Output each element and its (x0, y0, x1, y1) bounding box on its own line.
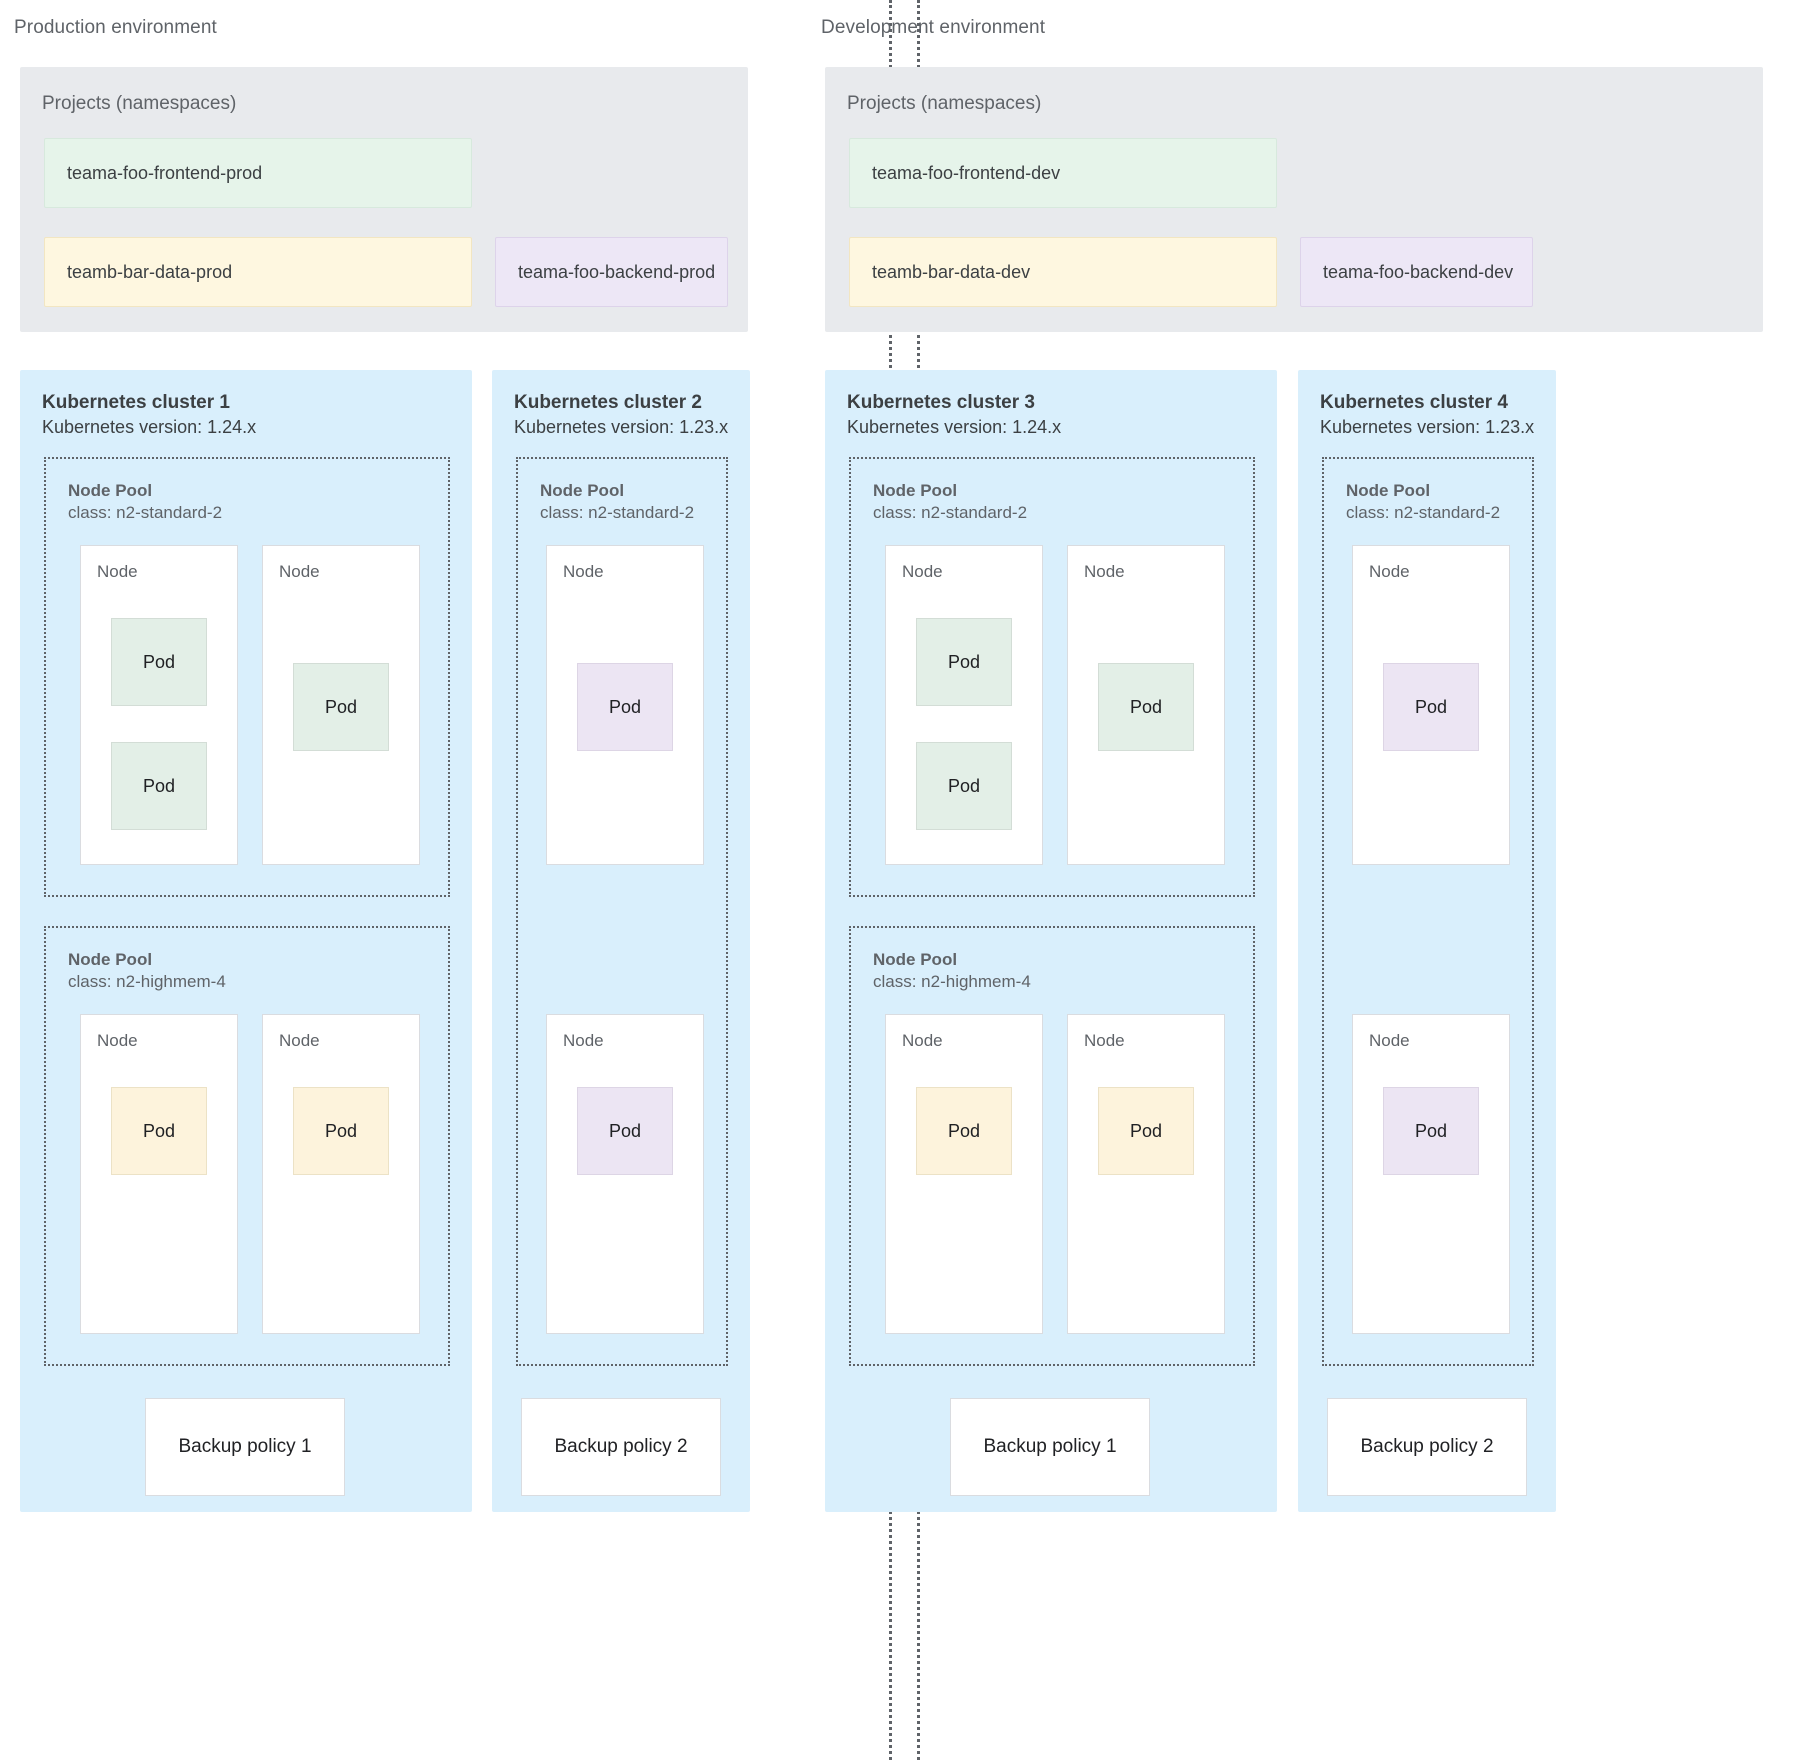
node-pool[interactable]: Node Pool class: n2-standard-2 Node Pod … (1322, 457, 1534, 1366)
node-pool-class: class: n2-highmem-4 (873, 972, 1031, 991)
cluster-card[interactable]: Kubernetes cluster 2 Kubernetes version:… (492, 370, 750, 1512)
backup-policy-box[interactable]: Backup policy 2 (1327, 1398, 1527, 1496)
node-pool-class: class: n2-highmem-4 (68, 972, 226, 991)
pod-box[interactable]: Pod (1098, 1087, 1194, 1175)
node-label: Node (1084, 562, 1125, 581)
pod-box[interactable]: Pod (111, 618, 207, 706)
node-label: Node (279, 562, 320, 581)
node-box[interactable]: Node Pod (1067, 1014, 1225, 1334)
node-box[interactable]: Node Pod (885, 1014, 1043, 1334)
node-label: Node (563, 1031, 604, 1050)
namespace-box[interactable]: teama-foo-backend-prod (495, 237, 728, 307)
namespace-box[interactable]: teamb-bar-data-prod (44, 237, 472, 307)
node-box[interactable]: Node Pod Pod (80, 545, 238, 865)
namespace-box[interactable]: teamb-bar-data-dev (849, 237, 1277, 307)
node-pool[interactable]: Node Pool class: n2-standard-2 Node Pod … (516, 457, 728, 1366)
node-pool-class: class: n2-standard-2 (873, 503, 1028, 522)
node-label: Node (97, 1031, 138, 1050)
pod-box[interactable]: Pod (916, 618, 1012, 706)
environment-title-production: Production environment (14, 17, 217, 38)
pod-box[interactable]: Pod (916, 742, 1012, 830)
node-label: Node (902, 562, 943, 581)
node-label: Node (1084, 1031, 1125, 1050)
node-pool[interactable]: Node Pool class: n2-standard-2 Node Pod … (849, 457, 1255, 897)
pod-box[interactable]: Pod (1383, 663, 1479, 751)
node-pool-title: Node Pool (68, 950, 153, 969)
pod-box[interactable]: Pod (577, 663, 673, 751)
projects-label-development: Projects (namespaces) (847, 93, 1042, 114)
namespace-box[interactable]: teama-foo-frontend-dev (849, 138, 1277, 208)
node-label: Node (563, 562, 604, 581)
cluster-title: Kubernetes cluster 4 (1320, 392, 1508, 413)
node-box[interactable]: Node Pod (1067, 545, 1225, 865)
node-pool[interactable]: Node Pool class: n2-highmem-4 Node Pod N… (44, 926, 450, 1366)
node-pool-title: Node Pool (873, 481, 958, 500)
backup-policy-box[interactable]: Backup policy 1 (145, 1398, 345, 1496)
node-box[interactable]: Node Pod Pod (885, 545, 1043, 865)
node-pool-title: Node Pool (540, 481, 625, 500)
namespace-box[interactable]: teama-foo-backend-dev (1300, 237, 1533, 307)
node-box[interactable]: Node Pod (546, 1014, 704, 1334)
node-box[interactable]: Node Pod (546, 545, 704, 865)
node-pool-title: Node Pool (1346, 481, 1431, 500)
pod-box[interactable]: Pod (293, 663, 389, 751)
cluster-card[interactable]: Kubernetes cluster 1 Kubernetes version:… (20, 370, 472, 1512)
cluster-title: Kubernetes cluster 1 (42, 392, 230, 413)
cluster-title: Kubernetes cluster 2 (514, 392, 702, 413)
cluster-title: Kubernetes cluster 3 (847, 392, 1035, 413)
node-pool-class: class: n2-standard-2 (1346, 503, 1501, 522)
node-box[interactable]: Node Pod (1352, 545, 1510, 865)
pod-box[interactable]: Pod (577, 1087, 673, 1175)
node-pool[interactable]: Node Pool class: n2-highmem-4 Node Pod N… (849, 926, 1255, 1366)
pod-box[interactable]: Pod (1098, 663, 1194, 751)
node-pool-class: class: n2-standard-2 (540, 503, 695, 522)
node-box[interactable]: Node Pod (1352, 1014, 1510, 1334)
cluster-version: Kubernetes version: 1.24.x (847, 417, 1062, 437)
node-pool-class: class: n2-standard-2 (68, 503, 223, 522)
projects-panel-production: Projects (namespaces) teama-foo-frontend… (20, 67, 748, 332)
backup-policy-box[interactable]: Backup policy 1 (950, 1398, 1150, 1496)
node-pool-title: Node Pool (68, 481, 153, 500)
pod-box[interactable]: Pod (293, 1087, 389, 1175)
backup-policy-box[interactable]: Backup policy 2 (521, 1398, 721, 1496)
pod-box[interactable]: Pod (111, 1087, 207, 1175)
environment-title-development: Development environment (821, 17, 1046, 38)
projects-panel-development: Projects (namespaces) teama-foo-frontend… (825, 67, 1763, 332)
node-pool-title: Node Pool (873, 950, 958, 969)
namespace-box[interactable]: teama-foo-frontend-prod (44, 138, 472, 208)
node-label: Node (1369, 562, 1410, 581)
pod-box[interactable]: Pod (1383, 1087, 1479, 1175)
cluster-version: Kubernetes version: 1.23.x (514, 417, 729, 437)
node-label: Node (902, 1031, 943, 1050)
pod-box[interactable]: Pod (111, 742, 207, 830)
pod-box[interactable]: Pod (916, 1087, 1012, 1175)
node-label: Node (1369, 1031, 1410, 1050)
node-box[interactable]: Node Pod (262, 545, 420, 865)
node-box[interactable]: Node Pod (262, 1014, 420, 1334)
node-box[interactable]: Node Pod (80, 1014, 238, 1334)
cluster-card[interactable]: Kubernetes cluster 4 Kubernetes version:… (1298, 370, 1556, 1512)
node-label: Node (97, 562, 138, 581)
cluster-version: Kubernetes version: 1.24.x (42, 417, 257, 437)
projects-label-production: Projects (namespaces) (42, 93, 237, 114)
cluster-version: Kubernetes version: 1.23.x (1320, 417, 1535, 437)
cluster-card[interactable]: Kubernetes cluster 3 Kubernetes version:… (825, 370, 1277, 1512)
node-label: Node (279, 1031, 320, 1050)
node-pool[interactable]: Node Pool class: n2-standard-2 Node Pod … (44, 457, 450, 897)
